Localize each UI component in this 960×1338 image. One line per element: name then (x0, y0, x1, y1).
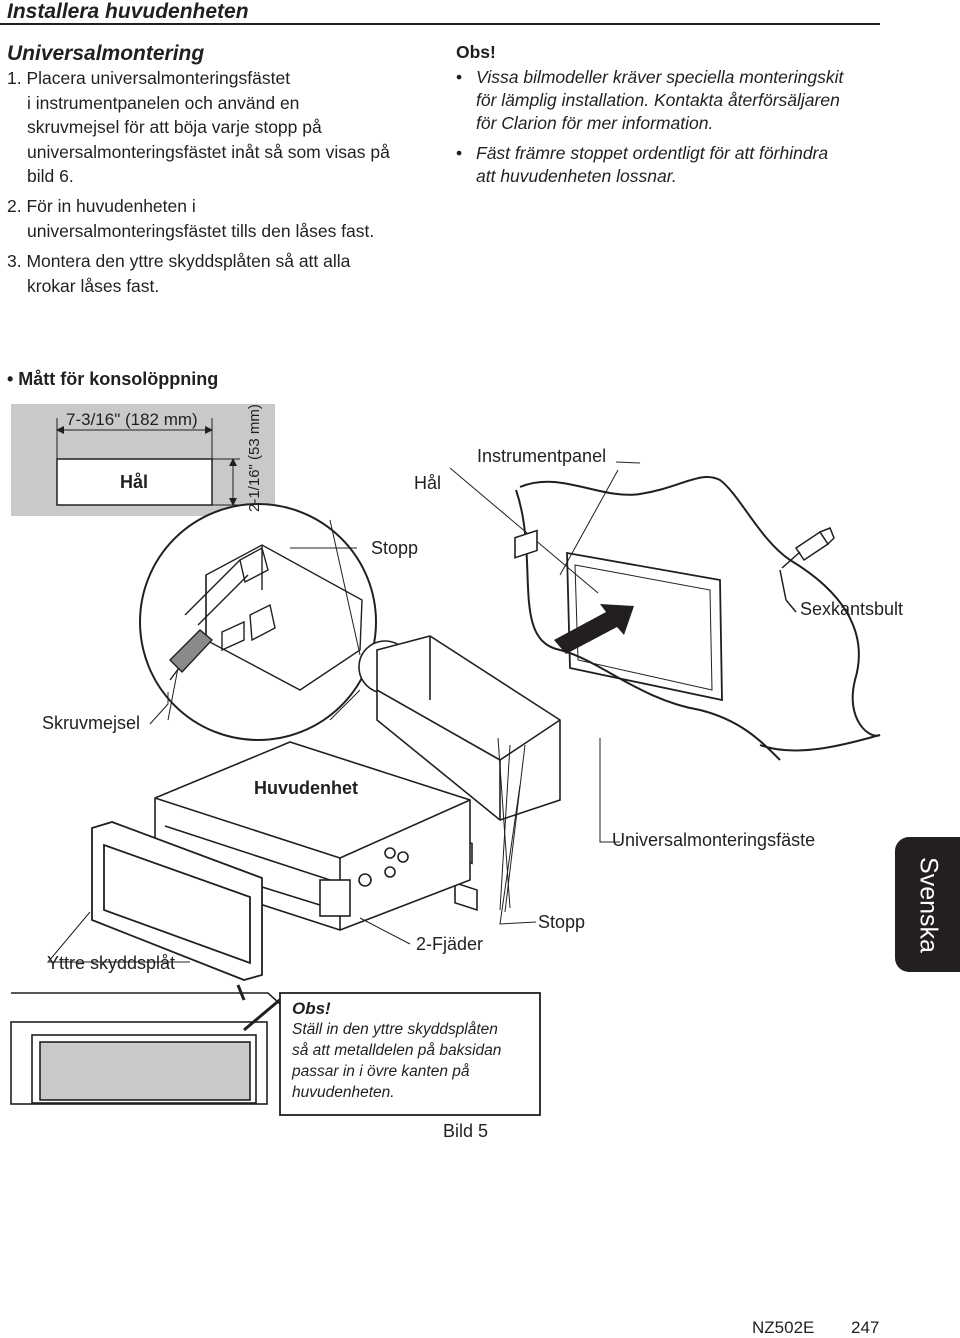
note-line: huvudenheten. (292, 1084, 395, 1101)
yttre-skyddsplat-label: Yttre skyddsplåt (47, 953, 176, 973)
opening-dimension-diagram (11, 404, 275, 516)
bullet-line: Vissa bilmodeller kräver speciella monte… (476, 67, 844, 87)
bullet-line: Fäst främre stoppet ordentligt för att f… (476, 143, 829, 163)
obs-bullet: • Vissa bilmodeller kräver speciella mon… (456, 66, 886, 135)
stopp-top-label: Stopp (371, 538, 419, 558)
insert-arrow-icon (554, 604, 634, 654)
fjader-label: 2-Fjäder (416, 934, 484, 954)
bullet-line: för lämplig installation. Kontakta återf… (476, 90, 840, 110)
width-dimension-label: 7-3/16" (182 mm) (66, 410, 198, 429)
bullet-icon: • (456, 67, 463, 87)
obs-bullet: • Fäst främre stoppet ordentligt för att… (456, 142, 886, 188)
step-1-line: universalmonteringsfästet inåt så som vi… (27, 141, 390, 162)
step-1: 1. Placera universalmonteringsfästet i i… (7, 66, 437, 189)
note-box (279, 992, 541, 1116)
page-title: Installera huvudenheten (7, 0, 249, 23)
instrumentpanel-label: Instrumentpanel (477, 446, 607, 466)
hex-bolt-drawing (779, 527, 835, 613)
stopp-bottom-label: Stopp (538, 912, 586, 932)
note-title: Obs! (292, 999, 331, 1018)
mounting-bracket-drawing (358, 529, 561, 912)
step-1-line: bild 6. (27, 166, 74, 186)
note-line: passar in i övre kanten på (292, 1063, 470, 1080)
section-title: Universalmontering (7, 42, 205, 65)
step-3-line: 3. Montera den yttre skyddsplåten så att… (7, 251, 351, 271)
model-number: NZ502E (752, 1318, 815, 1337)
bullet-line: att huvudenheten lossnar. (476, 166, 677, 186)
note-line: så att metalldelen på baksidan (292, 1042, 502, 1059)
bullet-line: för Clarion för mer information. (476, 113, 714, 133)
obs-title: Obs! (456, 42, 496, 62)
leader-lines (46, 692, 620, 963)
note-line: Ställ in den yttre skyddsplåten (292, 1021, 498, 1038)
skruvmejsel-label: Skruvmejsel (42, 713, 141, 733)
title-rule (0, 23, 880, 25)
language-tab: Svenska (895, 837, 960, 972)
note-text: Obs! Ställ in den yttre skyddsplåten så … (292, 998, 501, 1103)
language-tab-label: Svenska (914, 856, 942, 953)
step-1-line: 1. Placera universalmonteringsfästet (7, 68, 291, 88)
figure-caption: Bild 5 (443, 1121, 489, 1141)
step-2-line: universalmonteringsfästet tills den låse… (27, 220, 375, 241)
step-3-line: krokar låses fast. (27, 275, 160, 296)
faceplate-back-drawing (10, 992, 301, 1105)
matt-heading: • Mått för konsolöppning (7, 369, 219, 389)
step-2: 2. För in huvudenheten i universalmonter… (7, 194, 437, 243)
detail-zoom-circle (139, 503, 377, 741)
faceplate-drawing (91, 821, 263, 1001)
hal-inner-label: Hål (120, 472, 149, 492)
step-1-line: i instrumentpanelen och använd en (27, 92, 300, 113)
page-number: 247 (851, 1318, 880, 1337)
universalmonteringsfaste-label: Universalmonteringsfäste (612, 830, 816, 850)
sexkantsbult-label: Sexkantsbult (800, 599, 904, 619)
step-1-line: skruvmejsel för att böja varje stopp på (27, 117, 322, 137)
hal-outer-label: Hål (414, 473, 442, 493)
huvudenhet-label: Huvudenhet (254, 778, 359, 798)
bullet-icon: • (456, 143, 463, 163)
height-dimension-label: 2-1/16" (53 mm) (246, 404, 263, 512)
instrument-panel-drawing (449, 461, 881, 761)
step-3: 3. Montera den yttre skyddsplåten så att… (7, 249, 437, 298)
step-2-line: 2. För in huvudenheten i (7, 196, 196, 216)
